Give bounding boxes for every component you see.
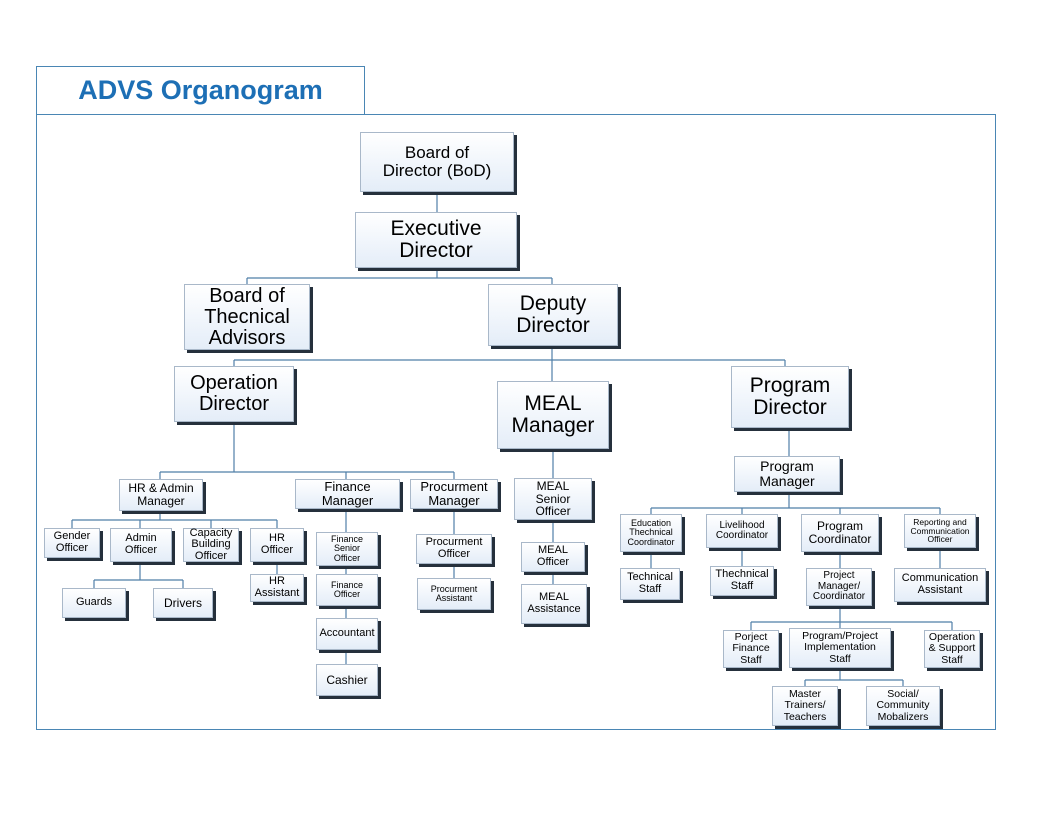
- node-finance-manager: Finance Manager: [295, 479, 400, 509]
- node-education-technical-coordinator: Education Thechnical Coordinator: [620, 514, 682, 552]
- node-meal-officer: MEAL Officer: [521, 542, 585, 572]
- node-finance-officer: Finance Officer: [316, 574, 378, 606]
- node-social-community-mobalizers: Social/ Community Mobalizers: [866, 686, 940, 726]
- organogram-frame: [36, 114, 996, 730]
- node-procurment-manager: Procurment Manager: [410, 479, 498, 509]
- node-program-manager: Program Manager: [734, 456, 840, 492]
- node-drivers: Drivers: [153, 588, 213, 618]
- node-porject-finance-staff: Porject Finance Staff: [723, 630, 779, 668]
- node-capacity-building-officer: Capacity Building Officer: [183, 527, 239, 562]
- node-bod: Board of Director (BoD): [360, 132, 514, 192]
- page-title: ADVS Organogram: [78, 75, 323, 105]
- node-program-director: Program Director: [731, 366, 849, 428]
- title-box: ADVS Organogram: [36, 66, 365, 114]
- node-finance-senior-officer: Finance Senior Officer: [316, 532, 378, 566]
- node-master-trainers-teachers: Master Trainers/ Teachers: [772, 686, 838, 726]
- node-guards: Guards: [62, 588, 126, 618]
- node-procurment-assistant: Procurment Assistant: [417, 578, 491, 610]
- node-procurment-officer: Procurment Officer: [416, 534, 492, 564]
- node-technical-staff-education: Technical Staff: [620, 568, 680, 600]
- node-meal-senior-officer: MEAL Senior Officer: [514, 478, 592, 520]
- node-deputy-director: Deputy Director: [488, 284, 618, 346]
- node-meal-manager: MEAL Manager: [497, 381, 609, 449]
- node-program-coordinator: Program Coordinator: [801, 514, 879, 552]
- node-project-manager-coordinator: Project Manager/ Coordinator: [806, 568, 872, 606]
- node-meal-assistance: MEAL Assistance: [521, 584, 587, 624]
- node-operation-director: Operation Director: [174, 366, 294, 422]
- node-implementation-staff: Program/Project Implementation Staff: [789, 628, 891, 668]
- node-livelihood-coordinator: Livelihood Coordinator: [706, 514, 778, 548]
- node-accountant: Accountant: [316, 618, 378, 650]
- node-gender-officer: Gender Officer: [44, 528, 100, 558]
- node-operation-support-staff: Operation & Support Staff: [924, 630, 980, 668]
- node-communication-assistant: Communication Assistant: [894, 568, 986, 602]
- node-hr-assistant: HR Assistant: [250, 574, 304, 602]
- node-board-technical-advisors: Board of Thecnical Advisors: [184, 284, 310, 350]
- node-thechnical-staff-livelihood: Thechnical Staff: [710, 566, 774, 596]
- node-executive-director: Executive Director: [355, 212, 517, 268]
- node-hr-admin-manager: HR & Admin Manager: [119, 479, 203, 511]
- node-reporting-communication-officer: Reporting and Communication Officer: [904, 514, 976, 548]
- node-hr-officer: HR Officer: [250, 528, 304, 562]
- node-admin-officer: Admin Officer: [110, 528, 172, 562]
- node-cashier: Cashier: [316, 664, 378, 696]
